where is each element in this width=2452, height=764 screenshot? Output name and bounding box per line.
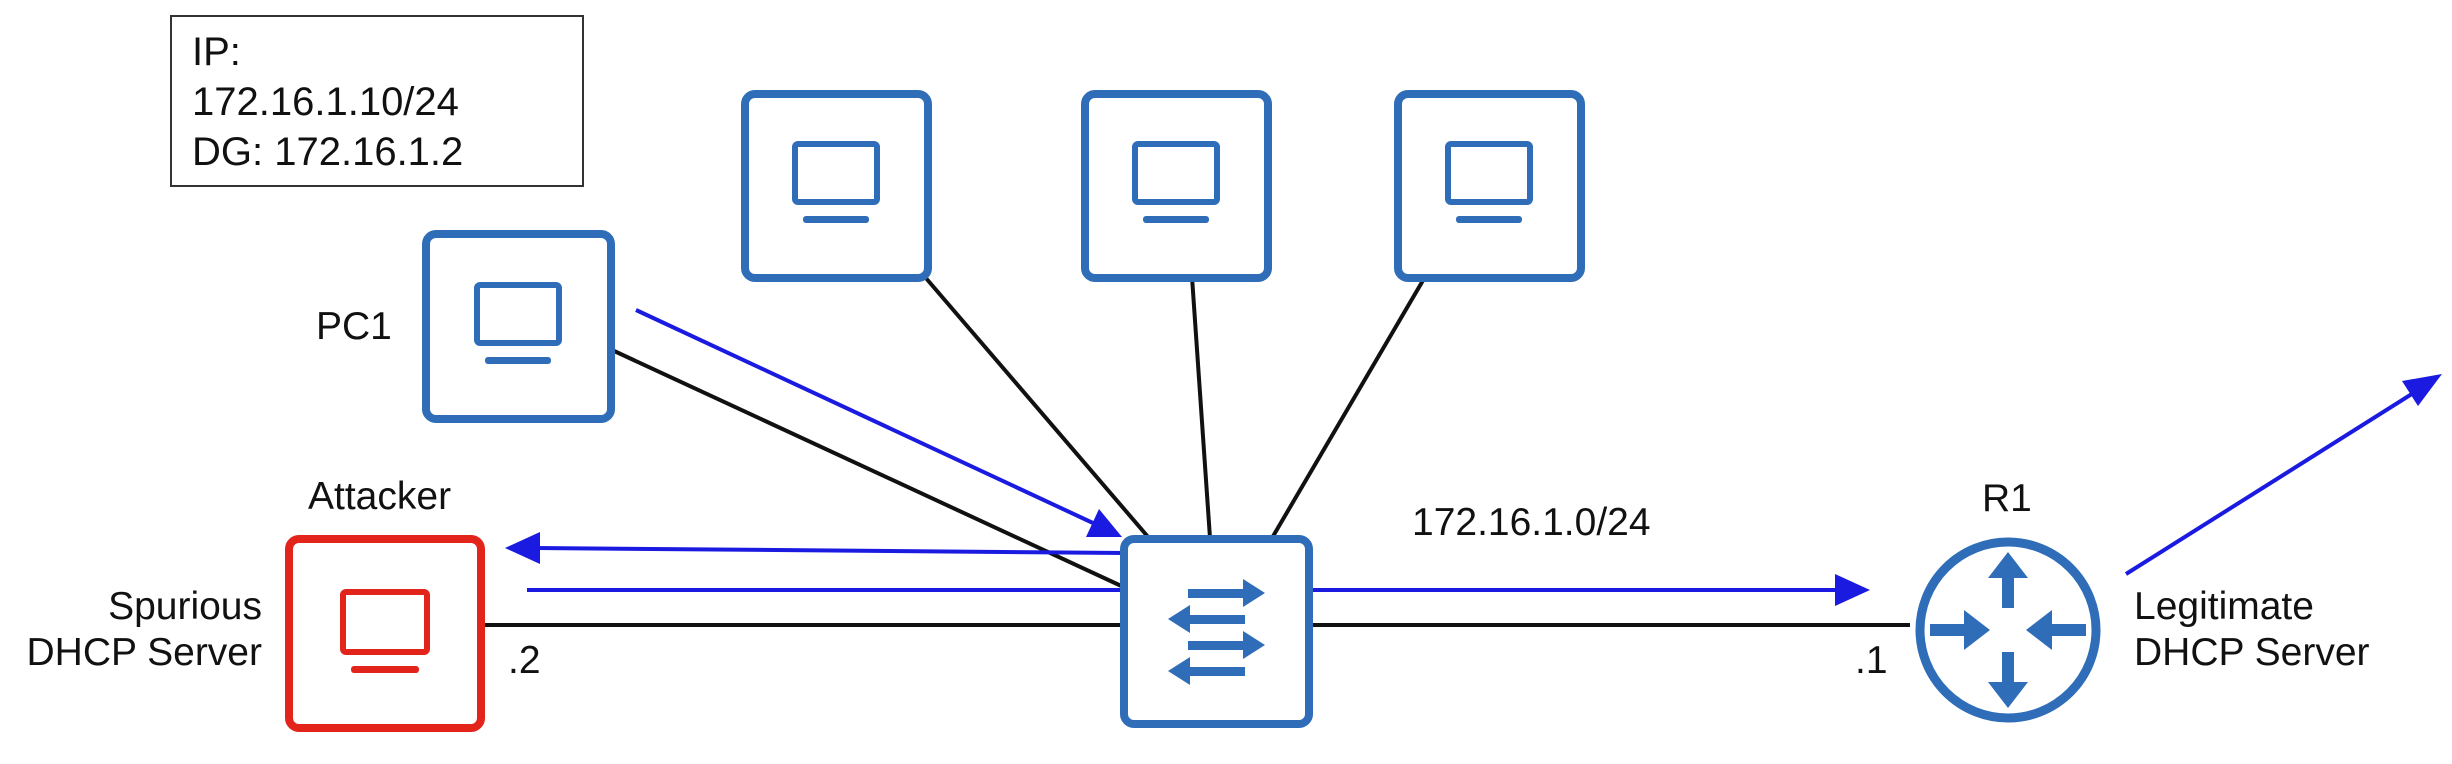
monitor-icon — [1445, 141, 1533, 223]
ip-address: 172.16.1.10/24 — [192, 80, 459, 124]
arrowhead-router — [1835, 574, 1870, 606]
spurious-label-line2: DHCP Server — [26, 631, 262, 674]
arrow-pc1-to-switch — [635, 308, 1094, 525]
attacker-ip-label: .2 — [508, 639, 541, 682]
arrowhead-attacker — [505, 532, 540, 564]
monitor-icon — [1132, 141, 1220, 223]
attacker-label: Attacker — [308, 475, 452, 518]
link-pc-a-switch — [923, 275, 1157, 547]
pc1-label: PC1 — [316, 305, 392, 348]
router-ip-label: .1 — [1855, 639, 1888, 682]
ip-label: IP: — [192, 30, 241, 74]
link-pc1-switch — [611, 348, 1131, 592]
router-r1[interactable] — [1908, 530, 2108, 730]
default-gateway: DG: 172.16.1.2 — [192, 130, 464, 174]
link-pc-b-switch — [1190, 276, 1212, 539]
router-arrows-icon — [1930, 552, 2086, 708]
attacker-pc[interactable] — [285, 535, 485, 732]
ip-config-box: IP: 172.16.1.10/24 DG: 172.16.1.2 — [170, 15, 584, 187]
subnet-label: 172.16.1.0/24 — [1412, 501, 1651, 544]
monitor-icon — [792, 141, 880, 223]
legitimate-label-line2: DHCP Server — [2134, 631, 2370, 674]
pc-top-right[interactable] — [1394, 90, 1585, 282]
link-pc-c-switch — [1270, 275, 1427, 540]
monitor-icon — [340, 589, 430, 673]
legitimate-label-line1: Legitimate — [2134, 585, 2314, 628]
arrow-router-to-outside — [2124, 390, 2417, 576]
pc1[interactable] — [422, 230, 615, 423]
arrow-switch-to-attacker — [534, 546, 1126, 555]
arrowhead-outside — [2402, 374, 2442, 406]
router-label: R1 — [1982, 477, 2032, 520]
pc-top-middle[interactable] — [1081, 90, 1272, 282]
switch-arrows-icon — [1168, 579, 1265, 685]
arrowhead-switch — [1086, 509, 1122, 537]
switch[interactable] — [1120, 535, 1313, 728]
monitor-icon — [474, 282, 562, 364]
spurious-label-line1: Spurious — [108, 585, 262, 628]
pc-top-left[interactable] — [741, 90, 932, 282]
